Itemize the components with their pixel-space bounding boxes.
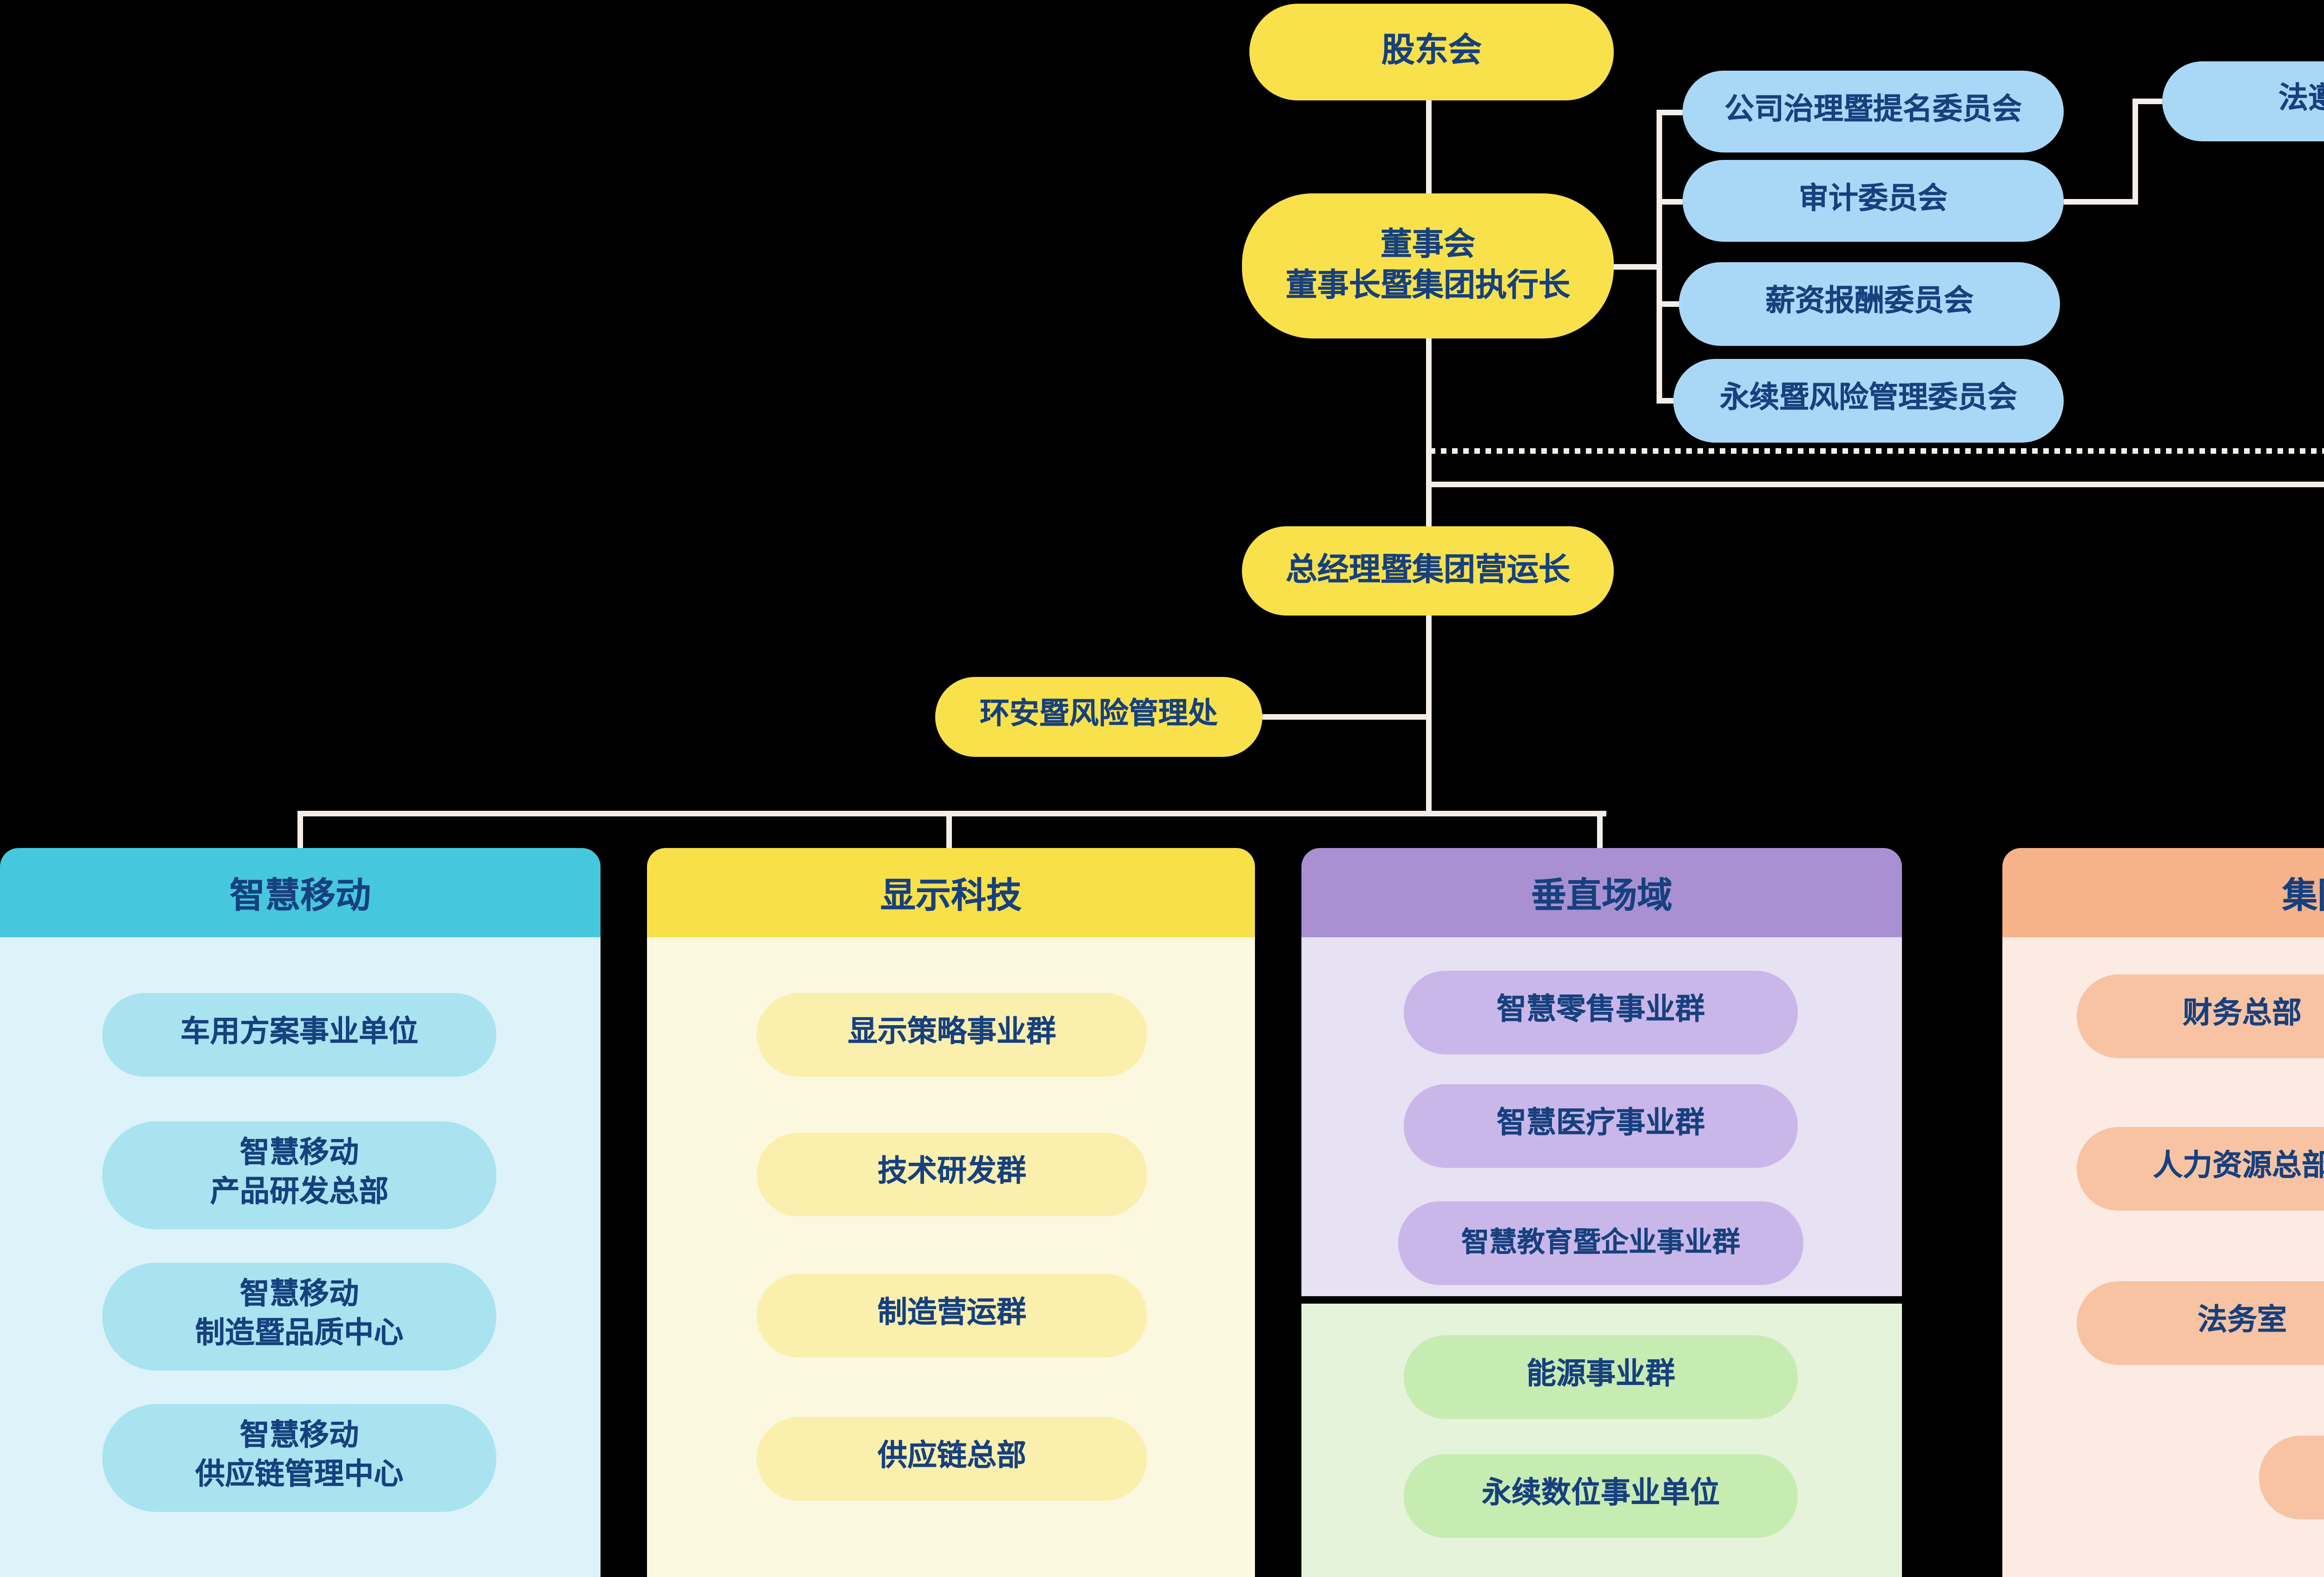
connector-committee-3 — [1657, 301, 1683, 307]
unit-smart-education-enterprise: 智慧教育暨企业事业群 — [1398, 1201, 1803, 1285]
unit-mobility-mfg-quality: 智慧移动 制造暨品质中心 — [102, 1263, 496, 1371]
division-header-vertical: 垂直场域 — [1301, 848, 1902, 937]
unit-supply-chain-hq: 供应链总部 — [757, 1417, 1147, 1501]
unit-mfg-operations: 制造营运群 — [757, 1274, 1147, 1358]
connector-committee-2 — [1657, 199, 1683, 205]
connector-compliance — [2133, 99, 2162, 104]
unit-automotive-solutions: 车用方案事业单位 — [102, 993, 496, 1077]
unit-smart-retail: 智慧零售事业群 — [1404, 971, 1798, 1054]
division-header-support: 集团营运支援单位 — [2002, 848, 2324, 937]
connector-president-split — [1426, 616, 1432, 816]
connector-audit-elbow-h — [2064, 199, 2138, 205]
unit-smart-healthcare: 智慧医疗事业群 — [1404, 1084, 1798, 1168]
unit-display-strategy: 显示策略事业群 — [757, 993, 1147, 1077]
connector-board-president — [1426, 338, 1432, 526]
connector-stub-mobility — [297, 811, 303, 848]
committee-governance: 公司治理暨提名委员会 — [1683, 71, 2064, 152]
node-board: 董事会 董事长暨集团执行长 — [1242, 193, 1614, 338]
committee-compensation: 薪资报酬委员会 — [1679, 262, 2060, 346]
connector-board-bracket — [1610, 264, 1660, 270]
node-shareholders: 股东会 — [1249, 4, 1614, 100]
connector-shareholders-board — [1426, 100, 1432, 193]
unit-hr-hq: 人力资源总部 — [2077, 1127, 2324, 1211]
unit-mobility-supply-chain: 智慧移动 供应链管理中心 — [102, 1404, 496, 1512]
unit-finance-hq: 财务总部 — [2077, 974, 2324, 1058]
committee-audit: 审计委员会 — [1683, 160, 2064, 242]
unit-tech-rd: 技术研发群 — [757, 1133, 1147, 1216]
node-president: 总经理暨集团营运长 — [1242, 526, 1614, 616]
division-header-smart-mobility: 智慧移动 — [0, 848, 601, 937]
connector-stub-vertical — [1597, 811, 1603, 848]
unit-energy: 能源事业群 — [1404, 1335, 1798, 1419]
connector-committee-bracket — [1657, 110, 1662, 404]
node-risk-office: 环安暨风险管理处 — [935, 677, 1262, 757]
connector-support-branch-h — [1426, 482, 2324, 487]
committee-sustainability-risk: 永续暨风险管理委员会 — [1673, 359, 2064, 443]
connector-split-h — [297, 811, 1606, 816]
dotted-compliance-to-trunk — [1428, 448, 2324, 454]
unit-legal-office: 法务室 — [2077, 1281, 2324, 1365]
connector-audit-elbow-v — [2133, 99, 2138, 205]
connector-committee-1 — [1657, 110, 1683, 115]
node-compliance-advisor: 法遵总顾问 — [2162, 61, 2324, 141]
unit-sustainable-digital: 永续数位事业单位 — [1404, 1454, 1798, 1538]
unit-audit-office: 稽核管理处 — [2259, 1436, 2324, 1519]
unit-mobility-rd: 智慧移动 产品研发总部 — [102, 1121, 496, 1229]
connector-risk-office — [1262, 714, 1426, 720]
division-header-display: 显示科技 — [647, 848, 1255, 937]
connector-stub-display — [946, 811, 952, 848]
